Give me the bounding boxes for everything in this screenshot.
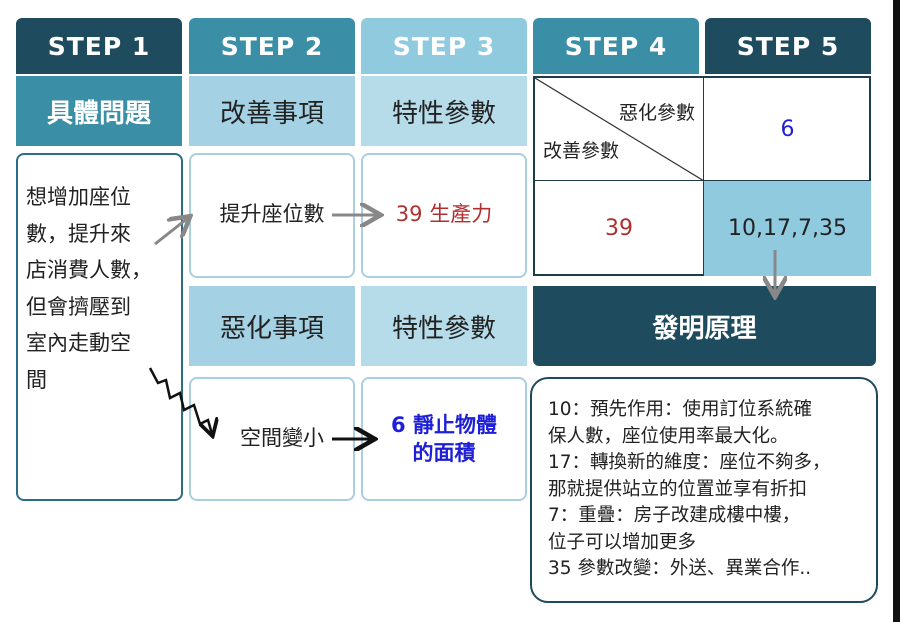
contradiction-matrix: 惡化參數 改善參數 6 39 10,17,7,35 (533, 76, 871, 276)
principle-line: 10：預先作用：使用訂位系統確 (548, 399, 813, 420)
characteristic-item-1: 39 生產力 (395, 201, 493, 226)
step-4-header: STEP 4 (533, 18, 699, 74)
improve-item-card: 提升座位數 (189, 153, 355, 278)
worsen-item: 空間變小 (240, 426, 324, 450)
matrix-result: 10,17,7,35 (704, 181, 871, 276)
problem-line: 店消費人數， (26, 258, 152, 282)
improve-header: 改善事項 (189, 76, 355, 146)
principle-line: 保人數，座位使用率最大化。 (548, 425, 789, 447)
improve-parameter-label: 改善參數 (543, 140, 620, 162)
problem-line: 數，提升來 (26, 221, 131, 246)
problem-line: 想增加座位 (26, 185, 131, 209)
principle-line: 17：轉換新的維度：座位不夠多， (548, 452, 831, 473)
invention-principle-box: 10：預先作用：使用訂位系統確 保人數，座位使用率最大化。 17：轉換新的維度：… (530, 377, 878, 603)
characteristic-header-2: 特性參數 (361, 286, 527, 366)
characteristic-item-2-line: 的面積 (412, 441, 476, 465)
invention-principle-header: 發明原理 (533, 286, 876, 366)
characteristic-header-1: 特性參數 (361, 76, 527, 146)
worsen-item-card: 空間變小 (189, 377, 355, 501)
step-2-header: STEP 2 (189, 18, 355, 74)
right-edge-bar (893, 0, 900, 622)
worsen-header: 惡化事項 (189, 286, 355, 366)
step-3-header: STEP 3 (361, 18, 527, 74)
principle-line: 7：重疊：房子改建成樓中樓， (548, 505, 801, 526)
principle-line: 35 參數改變：外送、異業合作.. (548, 558, 812, 579)
step-5-header: STEP 5 (705, 18, 871, 74)
characteristic-item-2-line: 6 靜止物體 (391, 413, 497, 437)
matrix-column-value: 6 (704, 78, 871, 181)
problem-line: 但會擠壓到 (26, 294, 131, 319)
characteristic-item-card-2: 6 靜止物體 的面積 (361, 377, 527, 501)
characteristic-item-card-1: 39 生產力 (361, 153, 527, 278)
problem-header: 具體問題 (16, 76, 182, 146)
worsen-parameter-label: 惡化參數 (618, 102, 695, 124)
principle-line: 位子可以增加更多 (548, 531, 697, 553)
improve-item: 提升座位數 (219, 201, 325, 226)
matrix-corner-cell: 惡化參數 改善參數 (535, 78, 704, 181)
problem-text: 想增加座位 數，提升來 店消費人數， 但會擠壓到 室內走動空 間 (26, 179, 177, 398)
problem-line: 室內走動空 (26, 331, 131, 355)
step-1-header: STEP 1 (16, 18, 182, 74)
matrix-row-value: 39 (535, 181, 704, 276)
problem-line: 間 (26, 367, 47, 392)
problem-card: 想增加座位 數，提升來 店消費人數， 但會擠壓到 室內走動空 間 (16, 153, 183, 501)
principle-line: 那就提供站立的位置並享有折扣 (548, 478, 808, 500)
diagonal-line (535, 78, 704, 181)
